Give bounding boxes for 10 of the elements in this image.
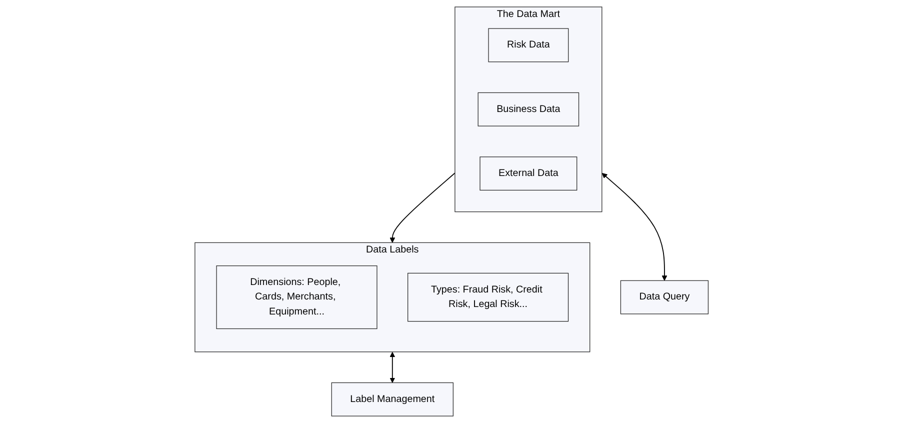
arrow [390, 352, 396, 383]
node-box: Business Data [478, 92, 580, 126]
node-box: Data Query [620, 280, 709, 314]
arrow [390, 172, 456, 243]
node-box: Risk Data [488, 28, 570, 62]
arrow [602, 172, 668, 281]
node-box: Dimensions: People, Cards, Merchants, Equipment... [216, 265, 378, 330]
node-box: Types: Fraud Risk, Credit Risk, Legal Risk... [408, 272, 569, 322]
node-box: Label Management [332, 382, 454, 416]
node-box: External Data [480, 156, 578, 191]
